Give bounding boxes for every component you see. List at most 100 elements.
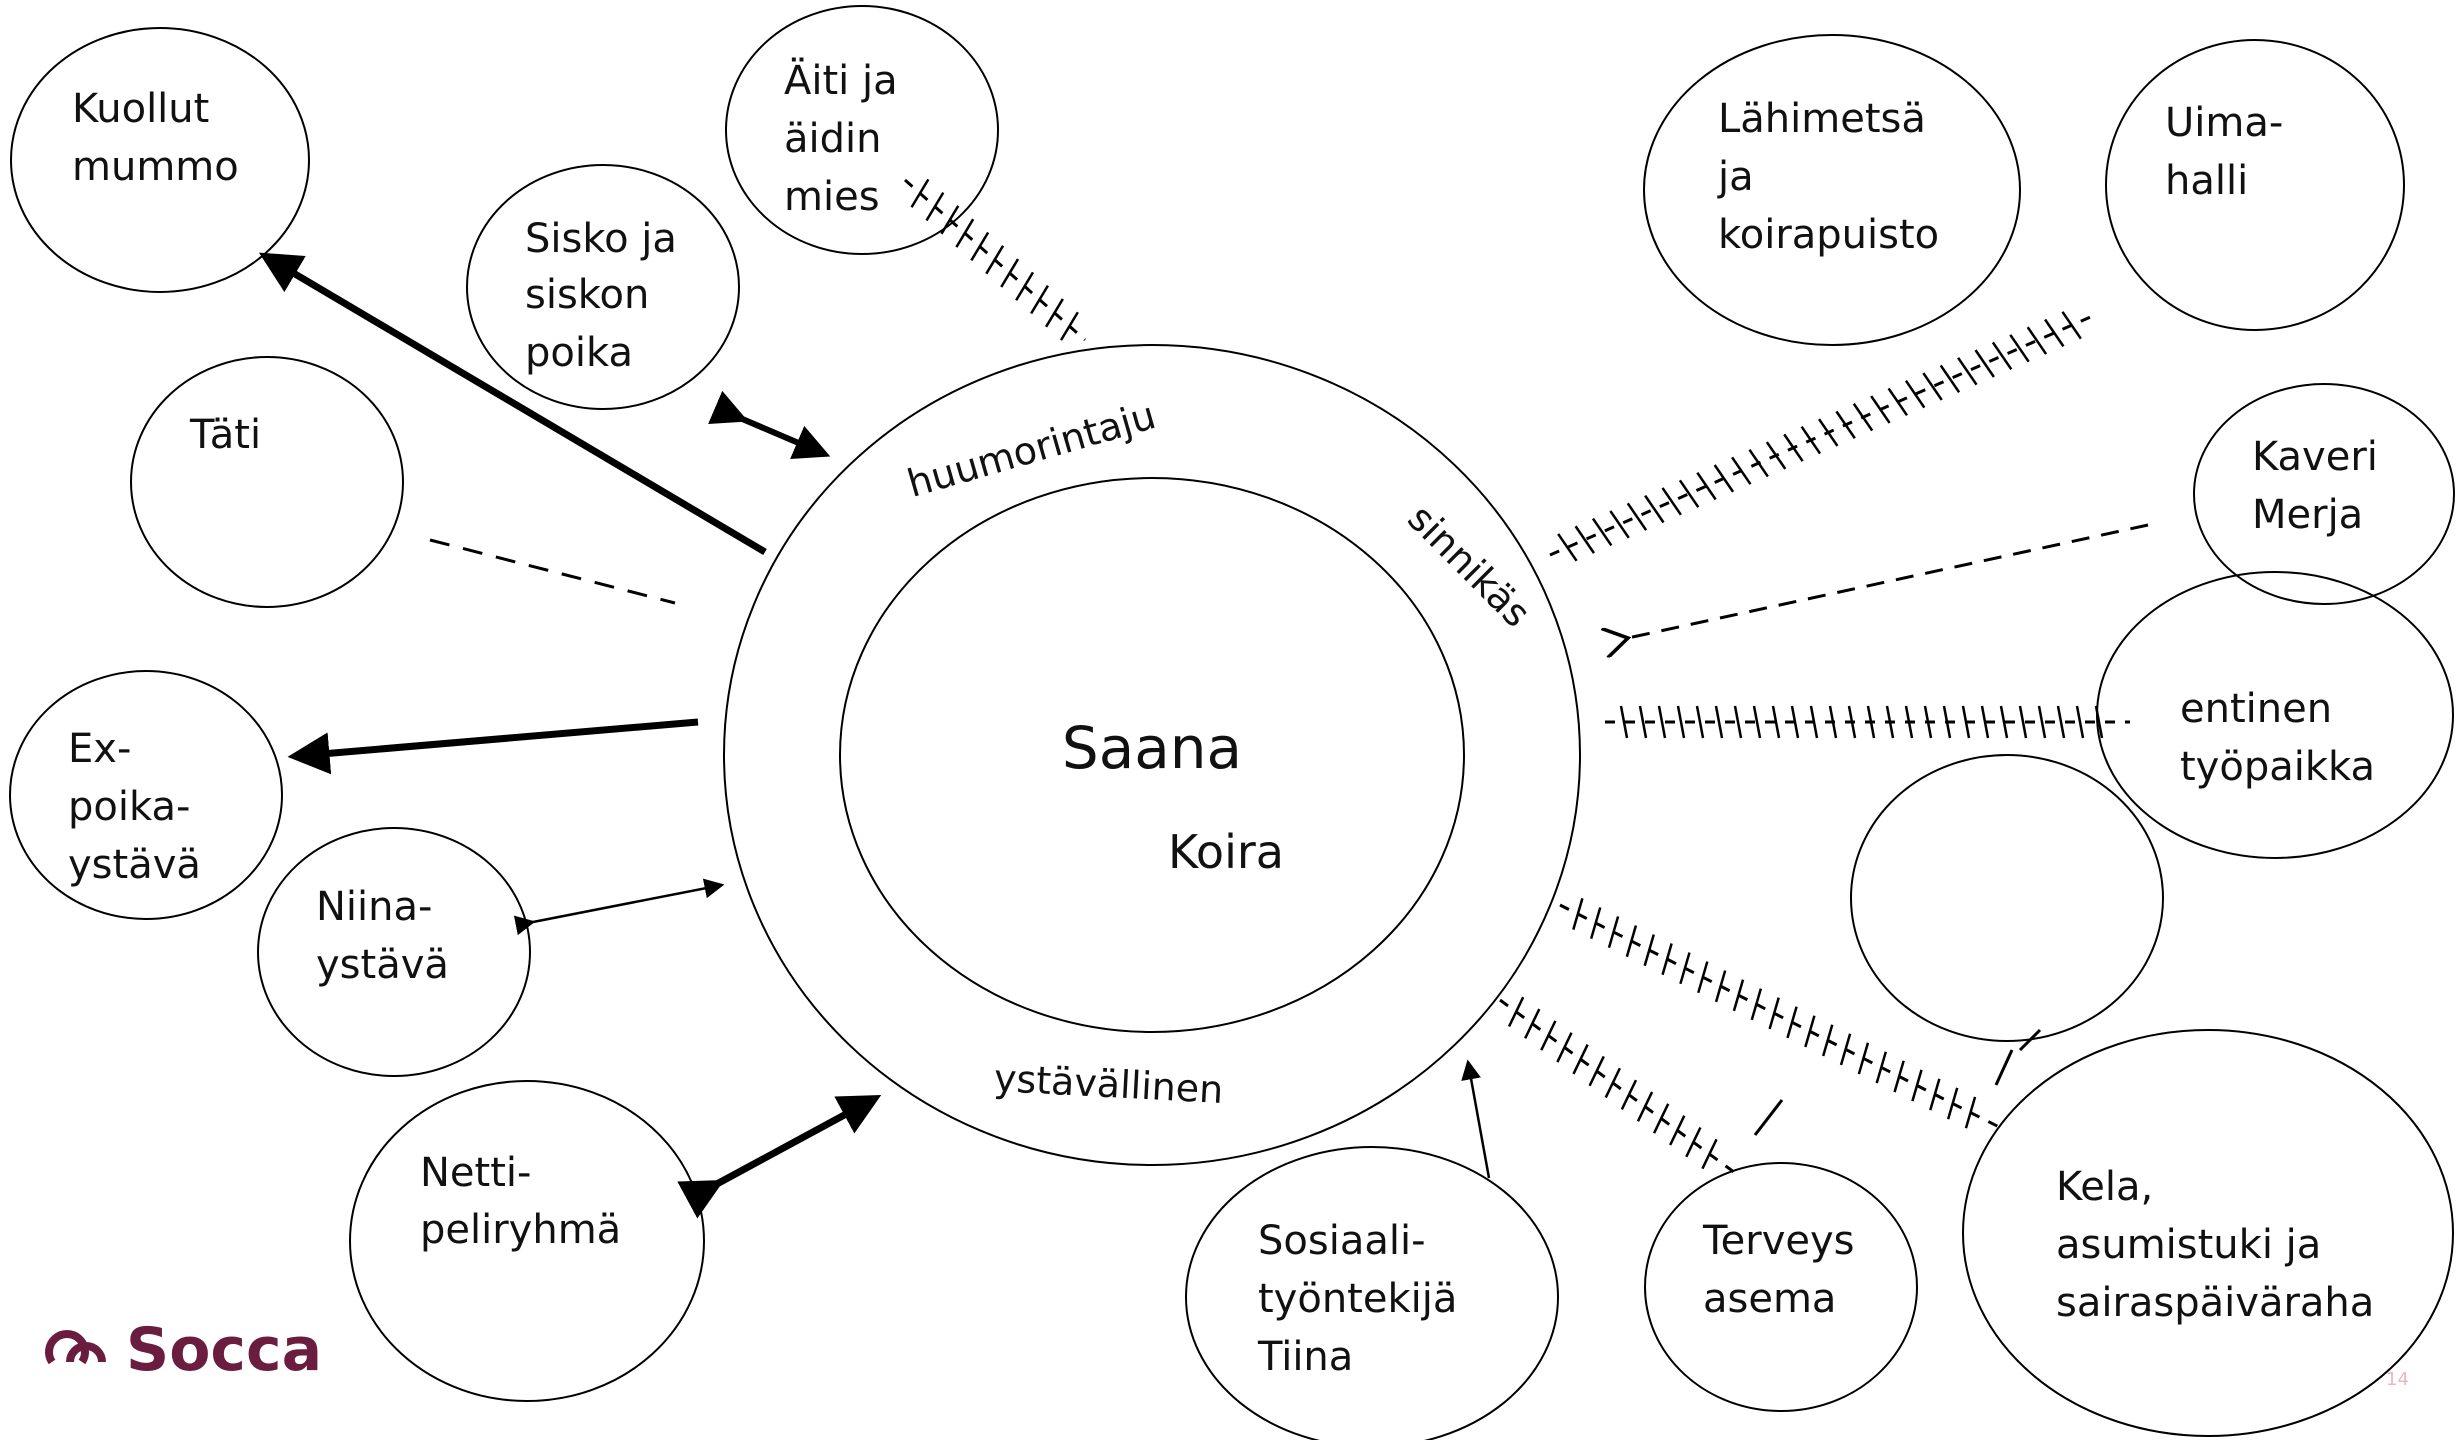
- node-circle-sosiaali: [1185, 1146, 1559, 1440]
- stress-tick-entinen: [1942, 705, 1952, 739]
- stress-tick-lahimetsa: [1644, 494, 1665, 524]
- stress-tick-kela: [1750, 988, 1763, 1021]
- node-circle-niina: [257, 827, 531, 1077]
- stress-tick-aiti: [985, 245, 1005, 275]
- stress-tick-lahimetsa: [1661, 487, 1682, 516]
- stress-tick-terveys: [1636, 1091, 1654, 1122]
- node-label-aiti: Äiti ja äidin mies: [784, 56, 910, 220]
- stress-tick-kela: [1929, 1078, 1941, 1111]
- stress-tick-extra: [2018, 1028, 2042, 1052]
- connector-weak-tati: [429, 538, 676, 605]
- stress-tick-lahimetsa: [1904, 380, 1926, 409]
- stress-tick-lahimetsa: [1574, 525, 1596, 554]
- connector-sosiaali: [1461, 1059, 1491, 1179]
- stress-tick-kela: [1786, 1006, 1798, 1039]
- stress-tick-aiti: [970, 231, 990, 262]
- stressful-connectors: [904, 178, 2130, 1177]
- stress-tick-lahimetsa: [1765, 441, 1787, 470]
- stress-tick-entinen: [2075, 705, 2085, 739]
- stress-tick-lahimetsa: [1678, 479, 1700, 508]
- stress-tick-entinen: [2094, 705, 2104, 739]
- stress-tick-kela: [1697, 961, 1709, 994]
- stress-tick-terveys: [1540, 1020, 1557, 1051]
- stress-tick-entinen: [1847, 705, 1857, 739]
- connector-strong-kuollut-mummo: [258, 252, 767, 556]
- node-circle-kela: [1962, 1029, 2454, 1437]
- stress-tick-entinen: [1657, 705, 1667, 739]
- stress-tick-lahimetsa: [2061, 311, 2082, 340]
- stress-tick-aiti: [910, 178, 930, 208]
- node-label-terveys: Terveys asema: [1702, 1218, 1867, 1322]
- stress-tick-lahimetsa: [1800, 425, 1822, 455]
- stress-tick-entinen: [2037, 705, 2047, 739]
- node-label-sisko: Sisko ja siskon poika: [525, 216, 690, 376]
- stress-tick-entinen: [1885, 705, 1895, 739]
- node-circle-sisko: [466, 164, 740, 410]
- stress-tick-entinen: [1790, 705, 1800, 739]
- node-circle-uima: [2105, 39, 2405, 331]
- connector-niina: [513, 878, 725, 936]
- node-circle-lahimetsa: [1643, 34, 2021, 346]
- stress-tick-entinen: [1961, 705, 1971, 739]
- stress-tick-terveys: [1685, 1126, 1702, 1158]
- stress-tick-kela: [1589, 907, 1602, 940]
- stress-tick-kela: [1607, 916, 1620, 949]
- stress-tick-entinen: [1809, 705, 1819, 739]
- stress-tick-lahimetsa: [1887, 387, 1908, 416]
- stress-tick-entinen: [1904, 705, 1914, 739]
- stress-tick-lahimetsa: [1974, 349, 1995, 378]
- node-label-kaveri: Kaveri Merja: [2252, 434, 2391, 538]
- center-name: Saana: [1062, 714, 1242, 782]
- trait-friendly: ystävällinen: [993, 1056, 1224, 1112]
- connector-strong-netti: [677, 1095, 882, 1219]
- stress-line-terveys: [1499, 998, 1739, 1177]
- node-label-lahimetsa: Lähimetsä ja koirapuisto: [1717, 96, 1939, 258]
- stress-tick-aiti: [1015, 271, 1035, 301]
- stress-tick-lahimetsa: [1922, 372, 1943, 401]
- trait-humour: huumorintaju: [902, 393, 1160, 506]
- stress-tick-entinen: [1619, 705, 1629, 739]
- stress-tick-kela: [1661, 943, 1673, 976]
- stress-tick-lahimetsa: [1870, 395, 1891, 424]
- center-inner-circle: [839, 477, 1465, 1033]
- node-circle-tati: [130, 356, 404, 608]
- stress-tick-kela: [1572, 898, 1584, 931]
- stress-tick-aiti: [1059, 311, 1079, 341]
- node-label-entinen: entinen työpaikka: [2180, 686, 2375, 790]
- stress-tick-lahimetsa: [1713, 464, 1735, 493]
- stress-tick-terveys: [1524, 1008, 1541, 1039]
- stress-tick-kela: [1714, 970, 1727, 1003]
- stress-tick-terveys: [1572, 1044, 1589, 1075]
- stress-tick-kela: [1893, 1060, 1905, 1093]
- stress-tick-entinen: [1733, 705, 1743, 739]
- node-label-kela: Kela, asumistuki ja sairaspäiväraha: [2056, 1164, 2374, 1326]
- stress-tick-entinen: [1923, 705, 1933, 739]
- connector-strong-sisko: [708, 390, 831, 459]
- stress-tick-entinen: [2018, 705, 2028, 739]
- stress-tick-entinen: [1980, 705, 1990, 739]
- stress-tick-terveys: [1556, 1032, 1573, 1063]
- stress-tick-extra: [1753, 1099, 1784, 1136]
- stress-tick-terveys: [1507, 996, 1525, 1028]
- page-number: 14: [2386, 1369, 2409, 1390]
- stress-tick-lahimetsa: [1626, 502, 1648, 531]
- stress-tick-aiti: [1045, 298, 1064, 328]
- node-circle-terveys: [1644, 1162, 1918, 1412]
- node-label-niina: Niina- ystävä: [316, 884, 449, 988]
- stress-tick-entinen: [1771, 705, 1781, 739]
- node-label-kuollut-mummo: Kuollut mummo: [72, 86, 239, 190]
- stress-line-kela: [1559, 903, 2006, 1132]
- stress-tick-kela: [1946, 1087, 1959, 1120]
- stress-tick-extra: [1994, 1049, 2014, 1086]
- node-label-uima: Uima- halli: [2165, 100, 2296, 204]
- stress-tick-lahimetsa: [1835, 410, 1856, 439]
- stress-tick-kela: [1821, 1024, 1834, 1057]
- stress-tick-kela: [1911, 1069, 1923, 1102]
- stress-tick-entinen: [1714, 705, 1724, 739]
- center-sub: Koira: [1168, 825, 1284, 879]
- stress-tick-terveys: [1588, 1055, 1605, 1087]
- stress-tick-entinen: [1866, 705, 1876, 739]
- stress-tick-kela: [1643, 934, 1655, 967]
- stress-tick-entinen: [1828, 705, 1838, 739]
- stress-tick-lahimetsa: [1939, 364, 1961, 394]
